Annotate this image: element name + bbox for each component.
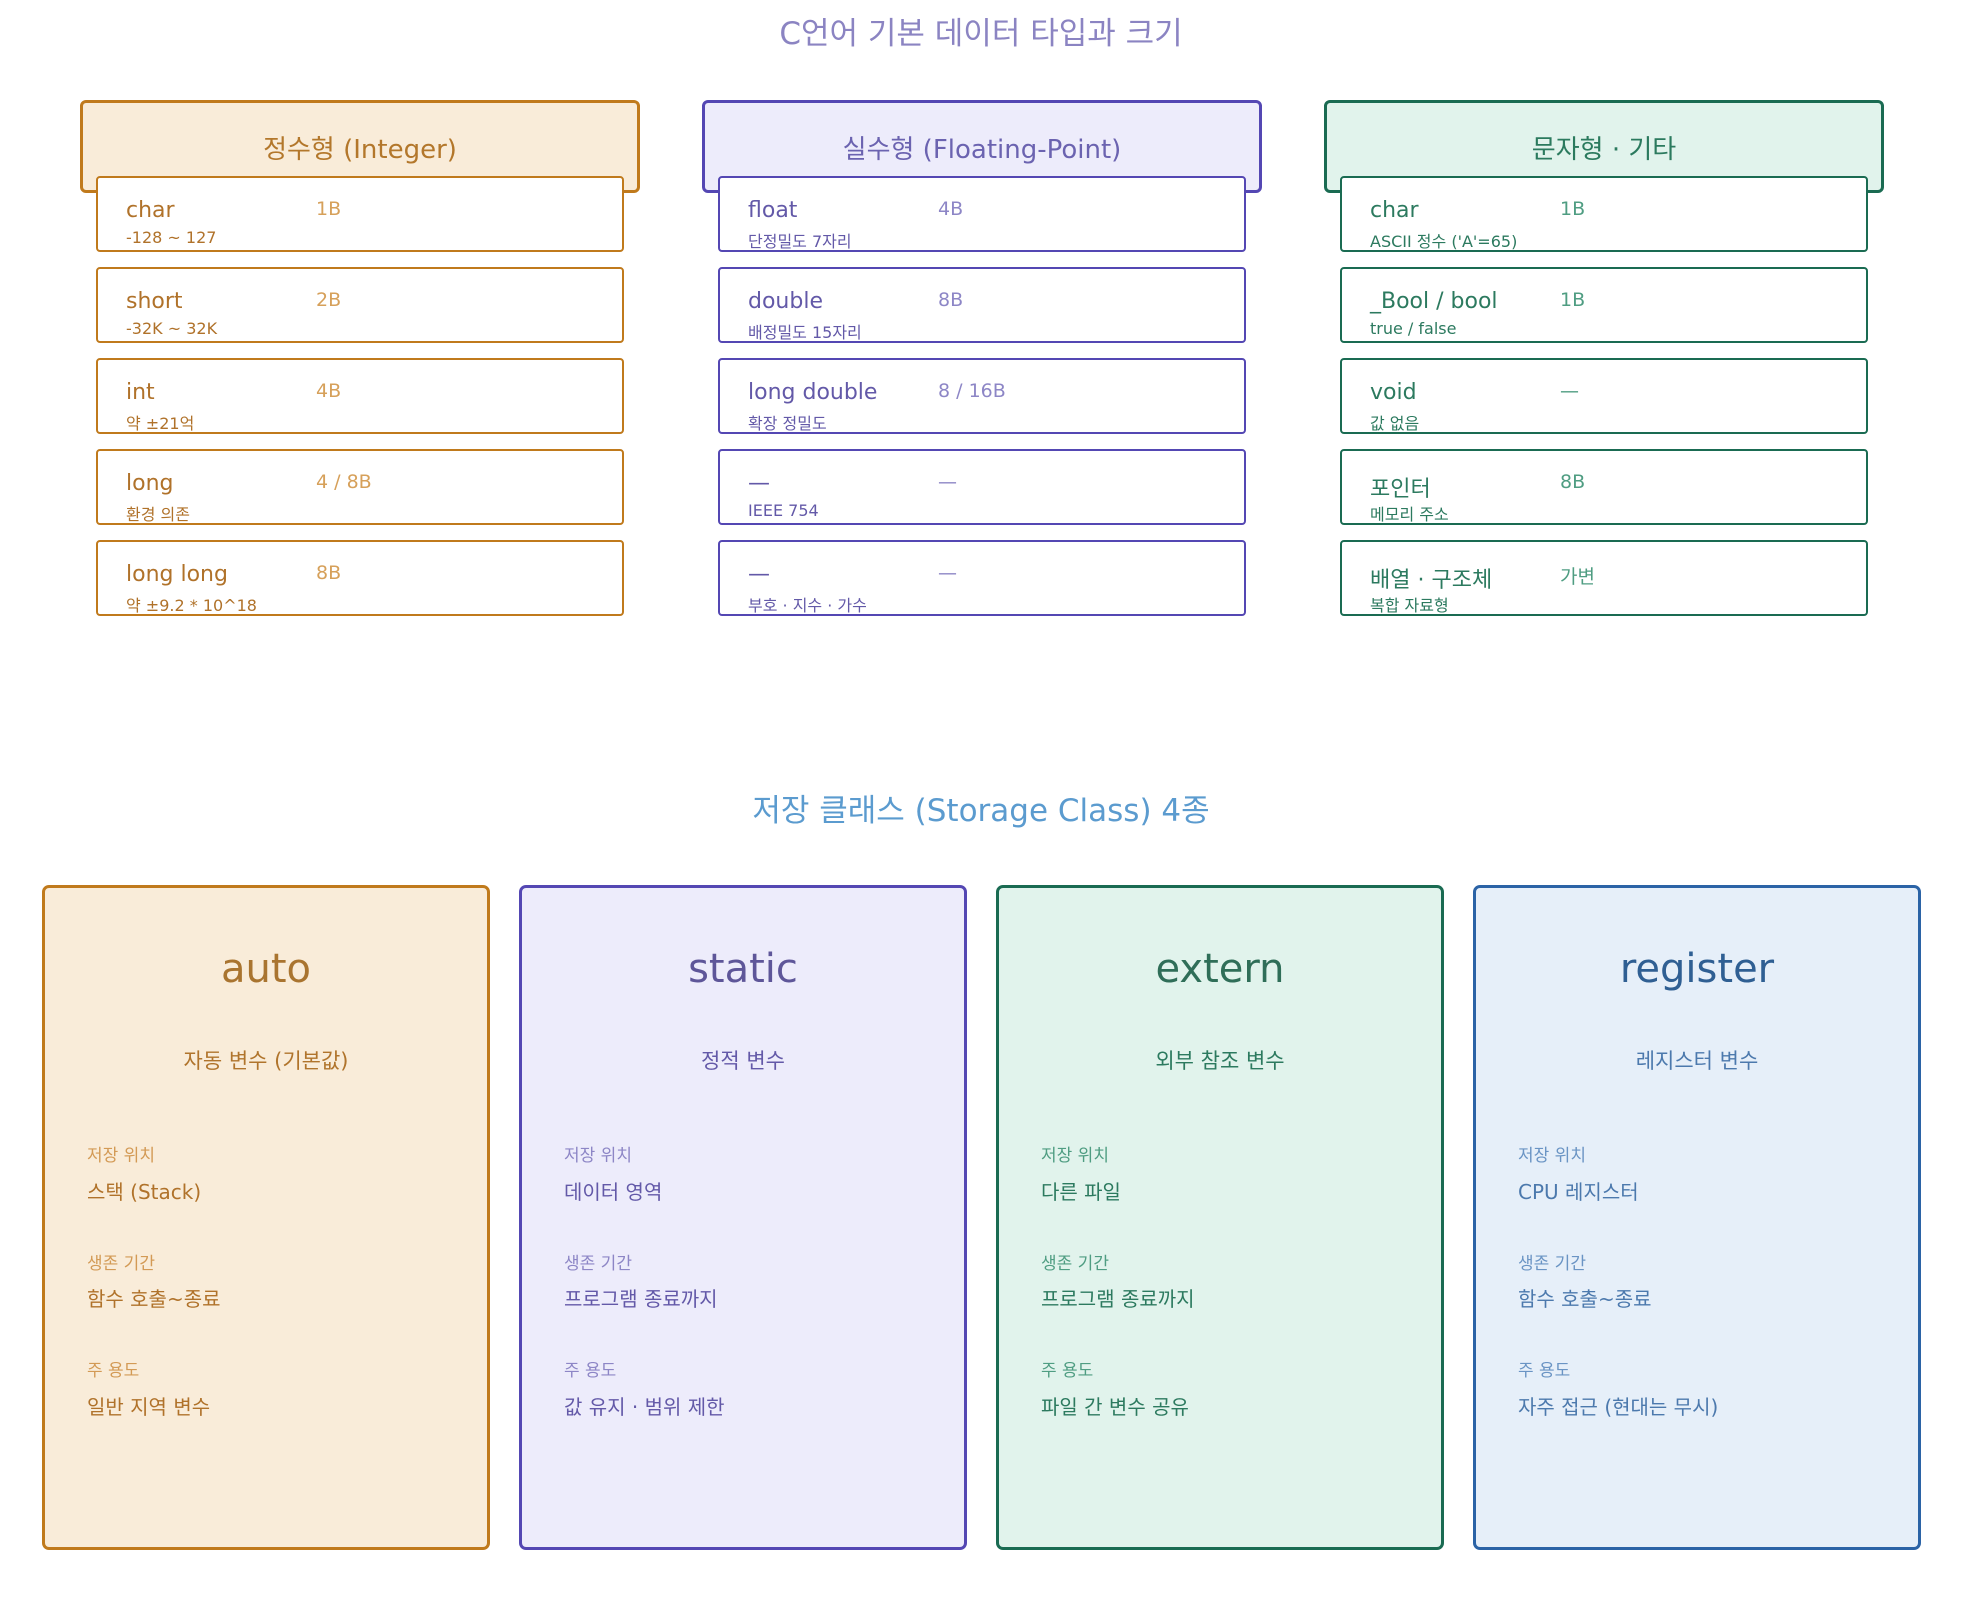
type-name: long long [126, 562, 228, 587]
type-item-long-long: long long 8B 약 ±9.2 * 10^18 [96, 540, 624, 616]
type-name: short [126, 289, 183, 314]
type-desc: 약 ±9.2 * 10^18 [126, 596, 257, 615]
type-name: long double [748, 380, 878, 405]
type-size: 1B [316, 198, 342, 220]
storage-subtitle: 외부 참조 변수 [1155, 1049, 1285, 1073]
type-desc: true / false [1370, 319, 1457, 338]
type-name: char [126, 198, 175, 223]
storage-keyword: extern [1155, 946, 1285, 992]
type-item-long-double: long double 8 / 16B 확장 정밀도 [718, 358, 1246, 434]
usage-label: 주 용도 [87, 1361, 140, 1381]
location-value: 스택 (Stack) [87, 1180, 202, 1204]
location-label: 저장 위치 [1518, 1146, 1586, 1166]
type-size: 8B [938, 289, 964, 311]
lifetime-value: 함수 호출~종료 [1518, 1287, 1652, 1311]
type-size: 2B [316, 289, 342, 311]
location-label: 저장 위치 [87, 1146, 155, 1166]
storage-subtitle: 자동 변수 (기본값) [183, 1049, 349, 1073]
type-size: 1B [1560, 198, 1586, 220]
type-name: void [1370, 380, 1417, 405]
lifetime-label: 생존 기간 [1518, 1254, 1586, 1274]
types-section-title: C언어 기본 데이터 타입과 크기 [779, 16, 1183, 52]
type-size: 4B [938, 198, 964, 220]
type-name: int [126, 380, 155, 405]
type-name: 배열 · 구조체 [1370, 568, 1493, 593]
type-name: — [748, 471, 770, 496]
usage-label: 주 용도 [564, 1361, 617, 1381]
type-desc: 환경 의존 [126, 505, 190, 524]
location-label: 저장 위치 [564, 1146, 632, 1166]
storage-card-auto: auto 자동 변수 (기본값) 저장 위치 스택 (Stack) 생존 기간 … [42, 885, 490, 1550]
storage-card-register: register 레지스터 변수 저장 위치 CPU 레지스터 생존 기간 함수… [1473, 885, 1921, 1550]
type-desc: 복합 자료형 [1370, 596, 1449, 615]
type-name: _Bool / bool [1370, 289, 1498, 314]
type-name: double [748, 289, 823, 314]
type-desc: 부호 · 지수 · 가수 [748, 596, 867, 615]
type-item-void: void — 값 없음 [1340, 358, 1868, 434]
type-desc: 약 ±21억 [126, 414, 195, 433]
type-size: 가변 [1560, 566, 1595, 588]
type-item-double: double 8B 배정밀도 15자리 [718, 267, 1246, 343]
type-desc: 확장 정밀도 [748, 414, 827, 433]
type-item-int: int 4B 약 ±21억 [96, 358, 624, 434]
lifetime-label: 생존 기간 [1041, 1254, 1109, 1274]
type-name: 포인터 [1370, 477, 1431, 502]
usage-value: 자주 접근 (현대는 무시) [1518, 1395, 1719, 1419]
usage-value: 일반 지역 변수 [87, 1395, 211, 1419]
location-value: CPU 레지스터 [1518, 1180, 1639, 1204]
type-item-float: float 4B 단정밀도 7자리 [718, 176, 1246, 252]
type-item-array-struct: 배열 · 구조체 가변 복합 자료형 [1340, 540, 1868, 616]
type-size: — [938, 562, 957, 584]
type-desc: 단정밀도 7자리 [748, 232, 852, 251]
type-size: 4B [316, 380, 342, 402]
type-size: 4 / 8B [316, 471, 372, 493]
usage-label: 주 용도 [1041, 1361, 1094, 1381]
type-desc: 메모리 주소 [1370, 505, 1449, 524]
storage-subtitle: 정적 변수 [701, 1049, 785, 1073]
storage-keyword: static [688, 946, 798, 992]
type-desc: ASCII 정수 ('A'=65) [1370, 232, 1518, 251]
type-size: 8B [316, 562, 342, 584]
location-label: 저장 위치 [1041, 1146, 1109, 1166]
storage-card-extern: extern 외부 참조 변수 저장 위치 다른 파일 생존 기간 프로그램 종… [996, 885, 1444, 1550]
type-size: — [1560, 380, 1579, 402]
storage-keyword: auto [220, 946, 312, 992]
type-name: — [748, 562, 770, 587]
type-name: char [1370, 198, 1419, 223]
type-size: 1B [1560, 289, 1586, 311]
type-name: float [748, 198, 798, 223]
type-item-bool: _Bool / bool 1B true / false [1340, 267, 1868, 343]
storage-subtitle: 레지스터 변수 [1635, 1049, 1759, 1073]
type-item-pointer: 포인터 8B 메모리 주소 [1340, 449, 1868, 525]
lifetime-value: 프로그램 종료까지 [564, 1287, 718, 1311]
type-size: 8 / 16B [938, 380, 1006, 402]
usage-label: 주 용도 [1518, 1361, 1571, 1381]
type-size: 8B [1560, 471, 1586, 493]
type-desc: -128 ~ 127 [126, 228, 217, 247]
lifetime-value: 프로그램 종료까지 [1041, 1287, 1195, 1311]
type-desc: IEEE 754 [748, 501, 819, 520]
type-item-sign-exponent-mantissa: — — 부호 · 지수 · 가수 [718, 540, 1246, 616]
lifetime-label: 생존 기간 [564, 1254, 632, 1274]
storage-card-static: static 정적 변수 저장 위치 데이터 영역 생존 기간 프로그램 종료까… [519, 885, 967, 1550]
storage-section-title: 저장 클래스 (Storage Class) 4종 [752, 793, 1210, 829]
type-name: long [126, 471, 174, 496]
type-desc: -32K ~ 32K [126, 319, 218, 338]
lifetime-value: 함수 호출~종료 [87, 1287, 221, 1311]
type-item-ieee754: — — IEEE 754 [718, 449, 1246, 525]
type-size: — [938, 471, 957, 493]
usage-value: 파일 간 변수 공유 [1041, 1395, 1189, 1419]
lifetime-label: 생존 기간 [87, 1254, 155, 1274]
usage-value: 값 유지 · 범위 제한 [564, 1395, 725, 1419]
type-item-short: short 2B -32K ~ 32K [96, 267, 624, 343]
type-item-long: long 4 / 8B 환경 의존 [96, 449, 624, 525]
type-item-char: char 1B -128 ~ 127 [96, 176, 624, 252]
location-value: 다른 파일 [1041, 1180, 1121, 1204]
type-desc: 값 없음 [1370, 414, 1420, 433]
type-item-char-ascii: char 1B ASCII 정수 ('A'=65) [1340, 176, 1868, 252]
location-value: 데이터 영역 [564, 1180, 663, 1204]
type-desc: 배정밀도 15자리 [748, 323, 862, 342]
storage-keyword: register [1619, 946, 1775, 992]
